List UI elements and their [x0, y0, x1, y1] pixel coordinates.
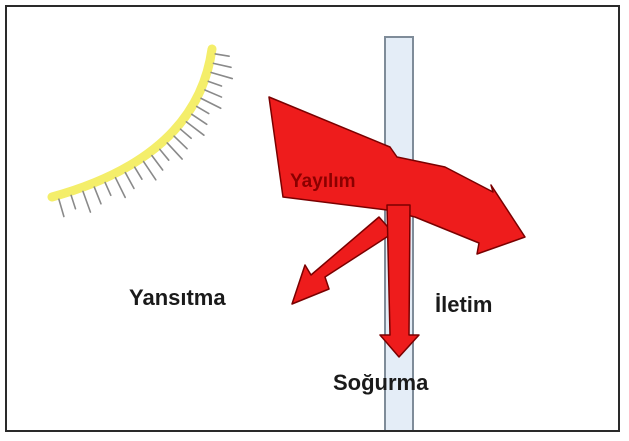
sun-ray [125, 173, 134, 189]
sun-ray [208, 81, 221, 86]
sun-ray [215, 54, 229, 56]
scatter-label: Yayılım [290, 171, 356, 192]
sun-ray [205, 90, 222, 97]
absorption-label: Soğurma [333, 370, 429, 395]
sun-ray [174, 136, 187, 149]
diagram-frame: Yayılım Yansıtma İletim Soğurma [5, 5, 620, 432]
sun-ray [181, 129, 192, 138]
sun-ray [59, 199, 64, 216]
sun-ray [211, 72, 232, 78]
sun-ray [94, 187, 101, 204]
solar-radiation-diagram: Yayılım Yansıtma İletim Soğurma [7, 7, 620, 432]
sun-ray [186, 122, 204, 135]
sun-ray [192, 114, 207, 124]
reflection-label: Yansıtma [129, 285, 226, 310]
sun-ray [160, 149, 169, 160]
sun-ray [144, 162, 156, 180]
sun-ray [152, 156, 163, 170]
sun-ray [115, 178, 125, 198]
sun-ray [135, 167, 142, 179]
sun-ray [105, 183, 111, 196]
sun-ray [197, 106, 209, 113]
sun-ray [167, 143, 182, 159]
sun-ray [201, 98, 221, 108]
transmission-label: İletim [435, 292, 492, 317]
sun-ray [213, 63, 231, 67]
sun-ray [71, 195, 75, 208]
sun-ray [83, 191, 90, 212]
sun-icon [52, 49, 232, 216]
reflection-arrow-shape [292, 217, 393, 304]
reflection-arrow [292, 217, 393, 304]
